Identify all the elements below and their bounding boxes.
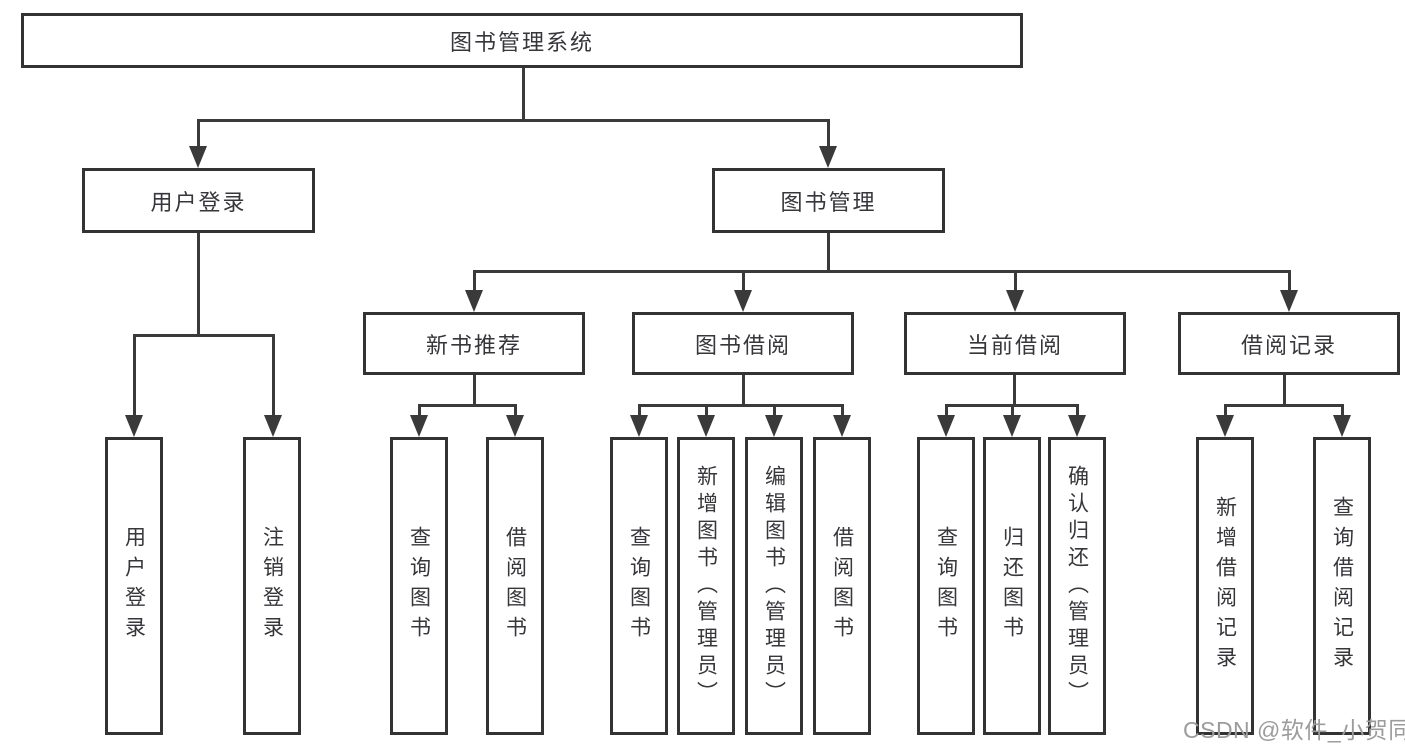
connector-arrow-stem — [1288, 270, 1291, 292]
leaf-label: 查询图书 — [627, 526, 651, 646]
node-label: 图书管理 — [780, 189, 877, 215]
leaf-query-books: 查询图书 — [917, 437, 975, 735]
leaf-label: 新增借阅记录 — [1213, 496, 1237, 676]
connector-arrow-stem — [1011, 404, 1014, 418]
arrowhead-down-icon — [189, 146, 207, 168]
node-label: 借阅记录 — [1240, 332, 1337, 358]
leaf-query-borrow-record: 查询借阅记录 — [1313, 437, 1371, 735]
connector-arrow-stem — [638, 404, 641, 418]
leaf-label: 新增图书（管理员） — [694, 464, 718, 708]
node-label: 新书推荐 — [425, 332, 522, 358]
connector-borrow-branch — [638, 404, 843, 407]
connector-arrow-stem — [197, 119, 200, 148]
connector-arrow-stem — [945, 404, 948, 418]
node-user-login: 用户登录 — [82, 168, 315, 233]
leaf-add-borrow-record: 新增借阅记录 — [1196, 437, 1254, 735]
csdn-watermark: CSDN @软件_小贺同学 — [1183, 717, 1405, 743]
leaf-borrow-books: 借阅图书 — [813, 437, 871, 735]
connector-records-branch — [1224, 404, 1343, 407]
arrowhead-down-icon — [734, 290, 752, 312]
connector-arrow-stem — [705, 404, 708, 418]
connector-arrow-stem — [514, 404, 517, 418]
connector-arrow-stem — [841, 404, 844, 418]
connector-root-branch — [197, 119, 829, 122]
arrowhead-down-icon — [1333, 415, 1351, 437]
connector-book-mgmt-stem — [827, 233, 830, 272]
connector-arrow-stem — [418, 404, 421, 418]
connector-records-stem — [1283, 375, 1286, 406]
connector-arrow-stem — [133, 334, 136, 418]
arrowhead-down-icon — [765, 415, 783, 437]
connector-new-books-branch — [418, 404, 516, 407]
leaf-return-books: 归还图书 — [983, 437, 1041, 735]
leaf-query-books: 查询图书 — [610, 437, 668, 735]
node-label: 图书管理系统 — [449, 29, 594, 55]
arrowhead-down-icon — [1280, 290, 1298, 312]
node-borrowing-records: 借阅记录 — [1178, 312, 1400, 375]
connector-root-stem — [522, 68, 525, 121]
connector-user-login-branch — [133, 334, 274, 337]
arrowhead-down-icon — [1068, 415, 1086, 437]
leaf-label: 借阅图书 — [830, 526, 854, 646]
arrowhead-down-icon — [630, 415, 648, 437]
leaf-logout: 注销登录 — [243, 437, 301, 735]
node-new-book-recommendation: 新书推荐 — [363, 312, 585, 375]
leaf-label: 注销登录 — [260, 526, 284, 646]
node-book-management: 图书管理 — [712, 168, 945, 233]
connector-arrow-stem — [473, 270, 476, 292]
leaf-label: 编辑图书（管理员） — [762, 464, 786, 708]
node-label: 当前借阅 — [966, 332, 1063, 358]
arrowhead-down-icon — [1216, 415, 1234, 437]
connector-arrow-stem — [1076, 404, 1079, 418]
arrowhead-down-icon — [264, 415, 282, 437]
node-current-borrowing: 当前借阅 — [904, 312, 1126, 375]
leaf-user-login: 用户登录 — [105, 437, 163, 735]
leaf-label: 归还图书 — [1000, 526, 1024, 646]
node-book-borrowing: 图书借阅 — [632, 312, 854, 375]
connector-arrow-stem — [742, 270, 745, 292]
leaf-add-books-admin: 新增图书（管理员） — [677, 437, 735, 735]
connector-arrow-stem — [773, 404, 776, 418]
connector-book-mgmt-branch — [473, 270, 1290, 273]
arrowhead-down-icon — [697, 415, 715, 437]
arrowhead-down-icon — [125, 415, 143, 437]
connector-arrow-stem — [1224, 404, 1227, 418]
connector-current-stem — [1013, 375, 1016, 406]
leaf-confirm-return-admin: 确认归还（管理员） — [1048, 437, 1106, 735]
arrowhead-down-icon — [1003, 415, 1021, 437]
connector-arrow-stem — [827, 119, 830, 148]
leaf-borrow-books: 借阅图书 — [486, 437, 544, 735]
leaf-label: 用户登录 — [122, 526, 146, 646]
arrowhead-down-icon — [1006, 290, 1024, 312]
node-library-management-system: 图书管理系统 — [21, 13, 1023, 68]
connector-borrow-stem — [742, 375, 745, 406]
arrowhead-down-icon — [937, 415, 955, 437]
arrowhead-down-icon — [819, 146, 837, 168]
leaf-label: 确认归还（管理员） — [1065, 464, 1089, 708]
leaf-label: 查询图书 — [934, 526, 958, 646]
leaf-label: 借阅图书 — [503, 526, 527, 646]
leaf-edit-books-admin: 编辑图书（管理员） — [745, 437, 803, 735]
arrowhead-down-icon — [833, 415, 851, 437]
connector-user-login-stem — [197, 233, 200, 337]
leaf-label: 查询借阅记录 — [1330, 496, 1354, 676]
arrowhead-down-icon — [506, 415, 524, 437]
connector-new-books-stem — [473, 375, 476, 406]
connector-arrow-stem — [1014, 270, 1017, 292]
connector-arrow-stem — [1341, 404, 1344, 418]
arrowhead-down-icon — [465, 290, 483, 312]
leaf-label: 查询图书 — [407, 526, 431, 646]
node-label: 用户登录 — [150, 189, 247, 215]
leaf-query-books: 查询图书 — [390, 437, 448, 735]
connector-arrow-stem — [272, 334, 275, 418]
node-label: 图书借阅 — [694, 332, 791, 358]
arrowhead-down-icon — [410, 415, 428, 437]
